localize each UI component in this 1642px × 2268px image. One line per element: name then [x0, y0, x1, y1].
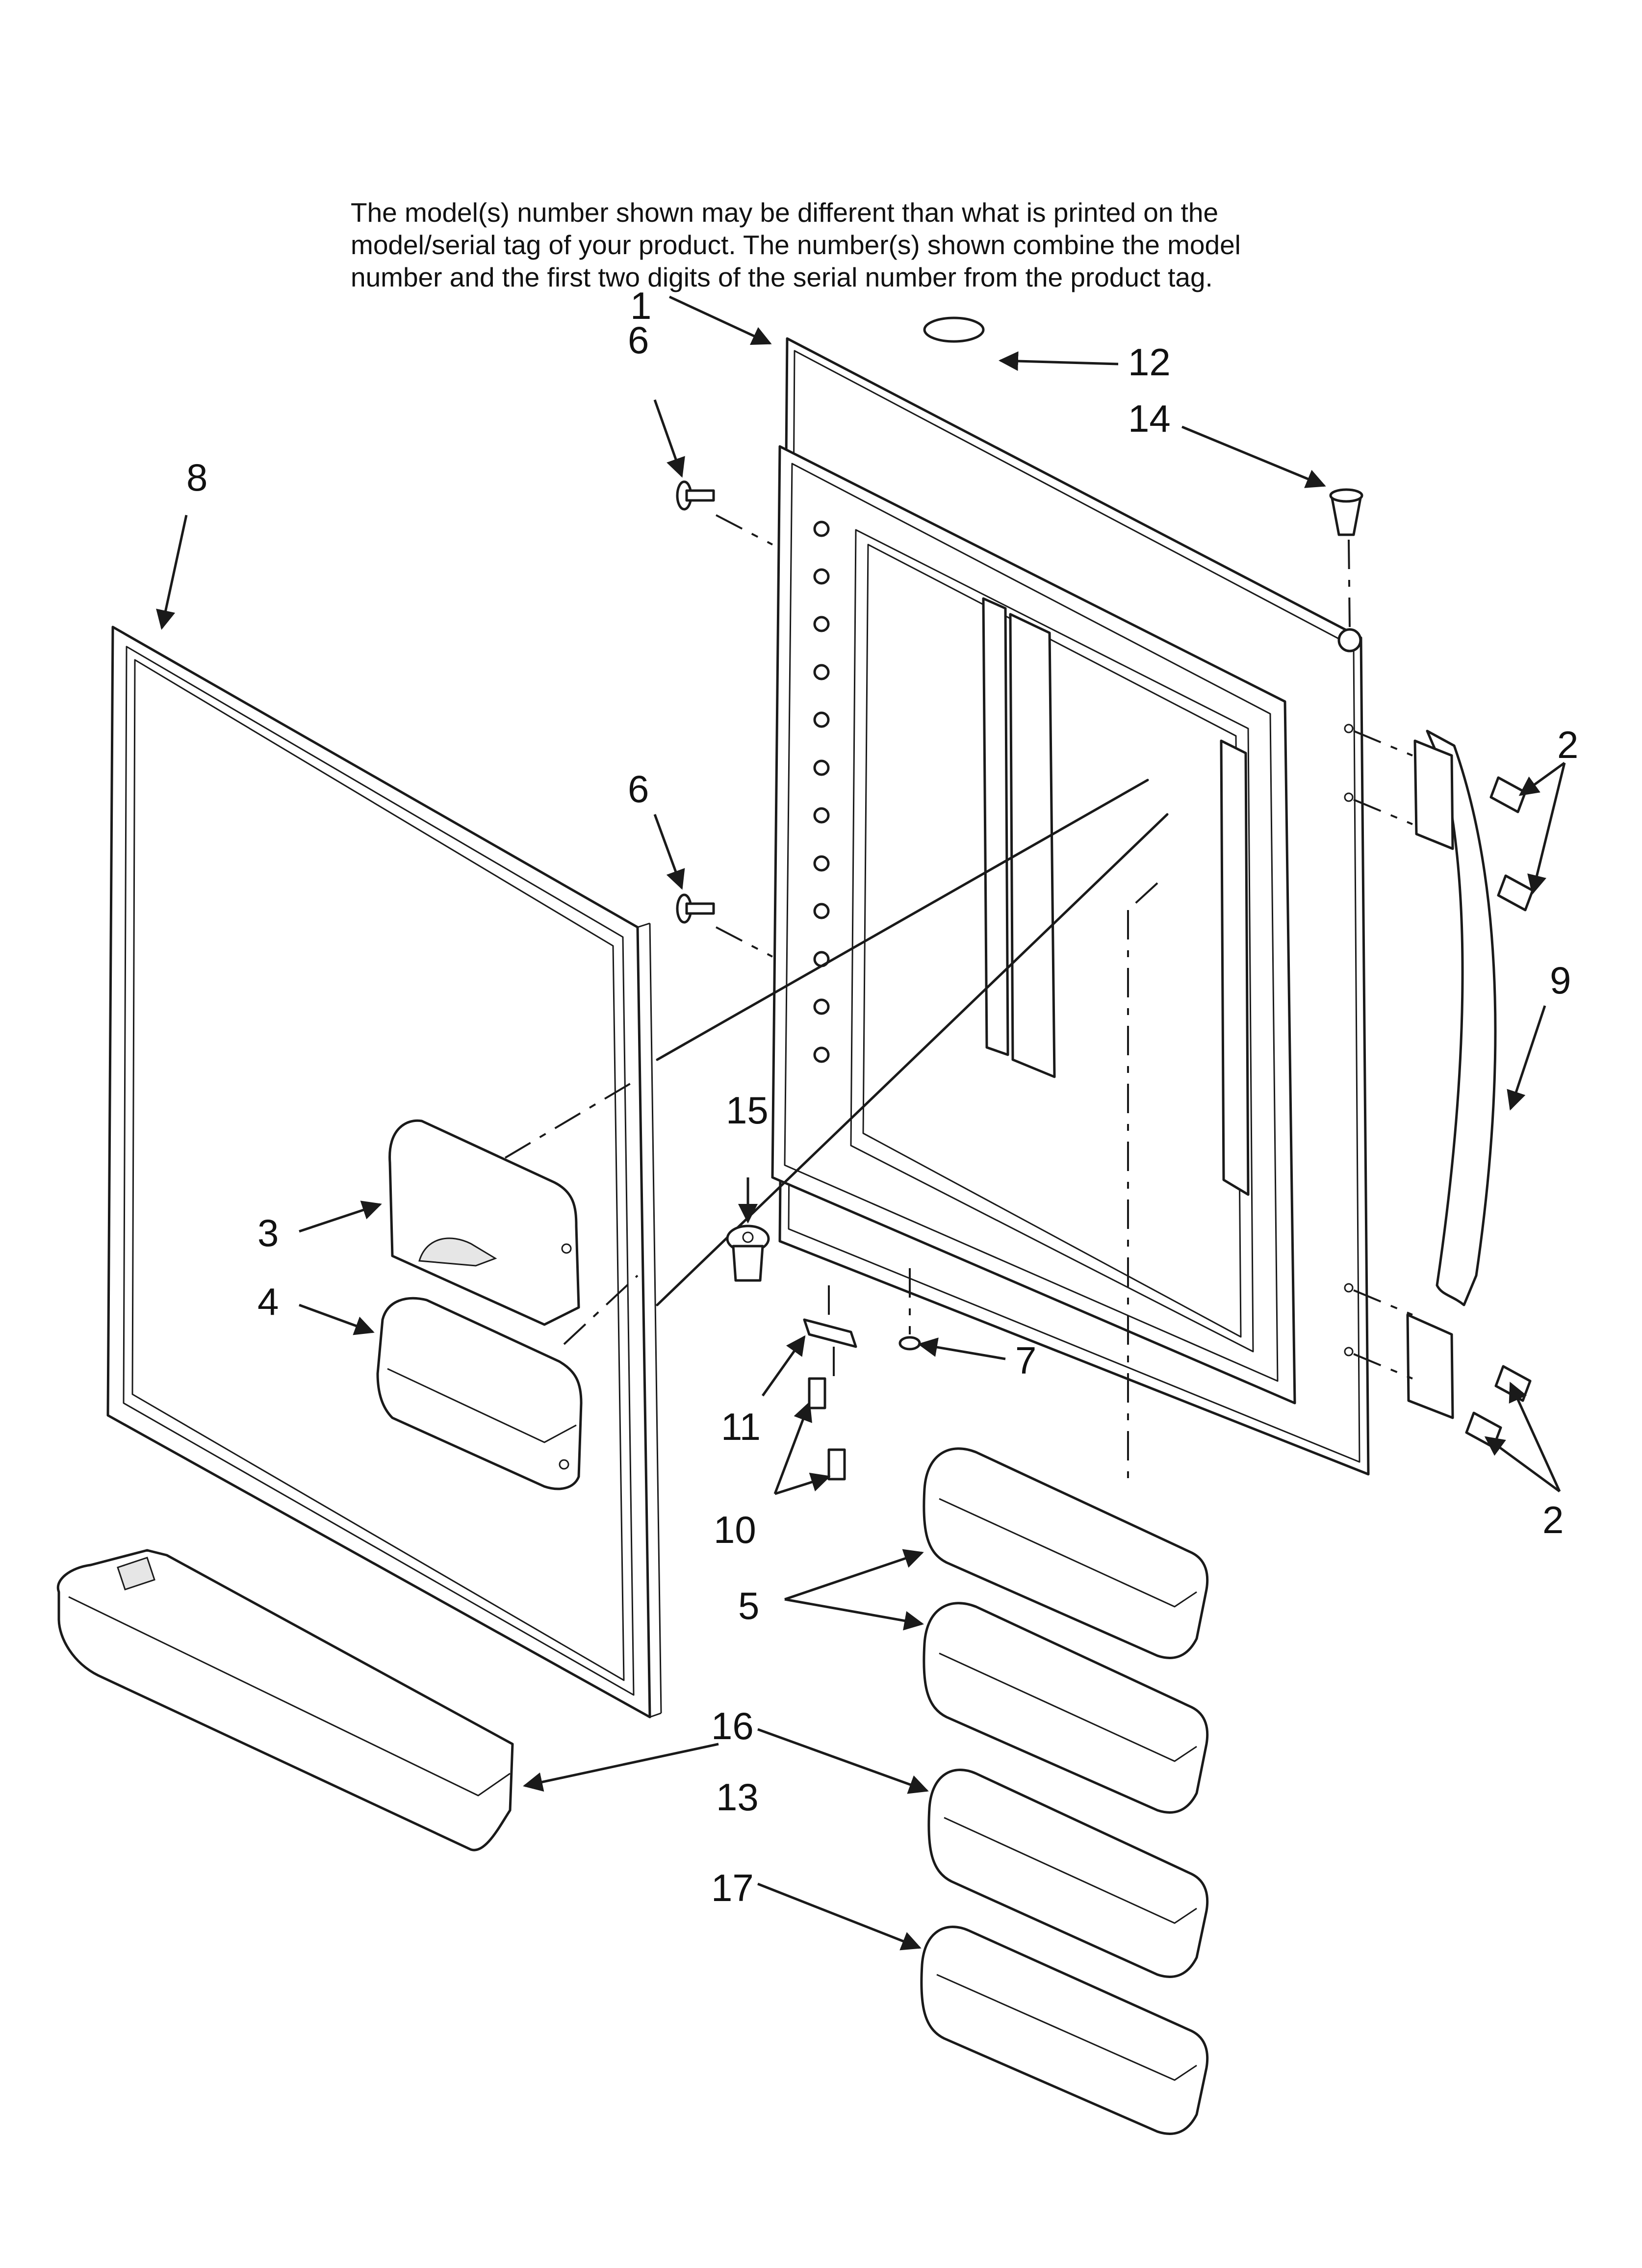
bracket-part	[803, 1285, 857, 1379]
door-handle-part	[1344, 724, 1497, 1419]
door-bin-part-16	[927, 1769, 1209, 1978]
callout-4: 4	[257, 1280, 279, 1323]
callout-11: 11	[721, 1405, 761, 1448]
callout-14: 14	[1128, 397, 1171, 440]
dispenser-bin-part	[376, 1297, 583, 1490]
bracket-screws-part	[808, 1377, 846, 1481]
door-bin-part-upper	[923, 1447, 1209, 1659]
callout-3: 3	[257, 1211, 279, 1254]
screw-part-lower	[676, 893, 715, 924]
hinge-bushing-part	[1329, 488, 1363, 652]
callout-9: 9	[1550, 959, 1571, 1002]
door-bin-part-lower	[923, 1602, 1209, 1814]
lower-door-shelf-part	[56, 1549, 514, 1851]
callout-7: 7	[1015, 1339, 1036, 1382]
callout-16: 16	[711, 1704, 754, 1747]
callout-arrows	[156, 295, 1566, 1951]
callout-17: 17	[711, 1866, 754, 1909]
note-line-2: model/serial tag of your product. The nu…	[351, 230, 1241, 260]
shelf-stud-column	[813, 521, 830, 1063]
callout-8: 8	[186, 456, 207, 499]
callout-15: 15	[726, 1089, 769, 1132]
dispenser-cover-part	[388, 1119, 580, 1326]
callout-12: 12	[1128, 340, 1171, 384]
door-liner-part	[771, 337, 1370, 1476]
door-panel-part	[106, 626, 662, 1719]
callout-labels: 1 12 14 6 6 8 2 9 2 15 3 4 7 11 10 5 16 …	[186, 284, 1578, 1909]
plug-part	[923, 316, 985, 343]
door-bin-part-17	[920, 1926, 1209, 2135]
callout-6-lower: 6	[628, 767, 649, 810]
callout-2-lower: 2	[1542, 1498, 1564, 1541]
model-number-note: The model(s) number shown may be differe…	[351, 196, 1430, 293]
callout-10: 10	[714, 1508, 756, 1551]
callout-6-upper: 6	[628, 318, 649, 362]
note-line-1: The model(s) number shown may be differe…	[351, 197, 1219, 228]
callout-5: 5	[738, 1584, 759, 1627]
note-line-3: number and the first two digits of the s…	[351, 262, 1213, 292]
callout-2-upper: 2	[1557, 723, 1578, 766]
callout-13: 13	[716, 1775, 759, 1819]
fitting-part	[726, 1225, 770, 1282]
handle-screws-upper	[1489, 776, 1534, 912]
screw-part-upper	[676, 480, 715, 511]
callout-1: 1	[630, 284, 651, 327]
